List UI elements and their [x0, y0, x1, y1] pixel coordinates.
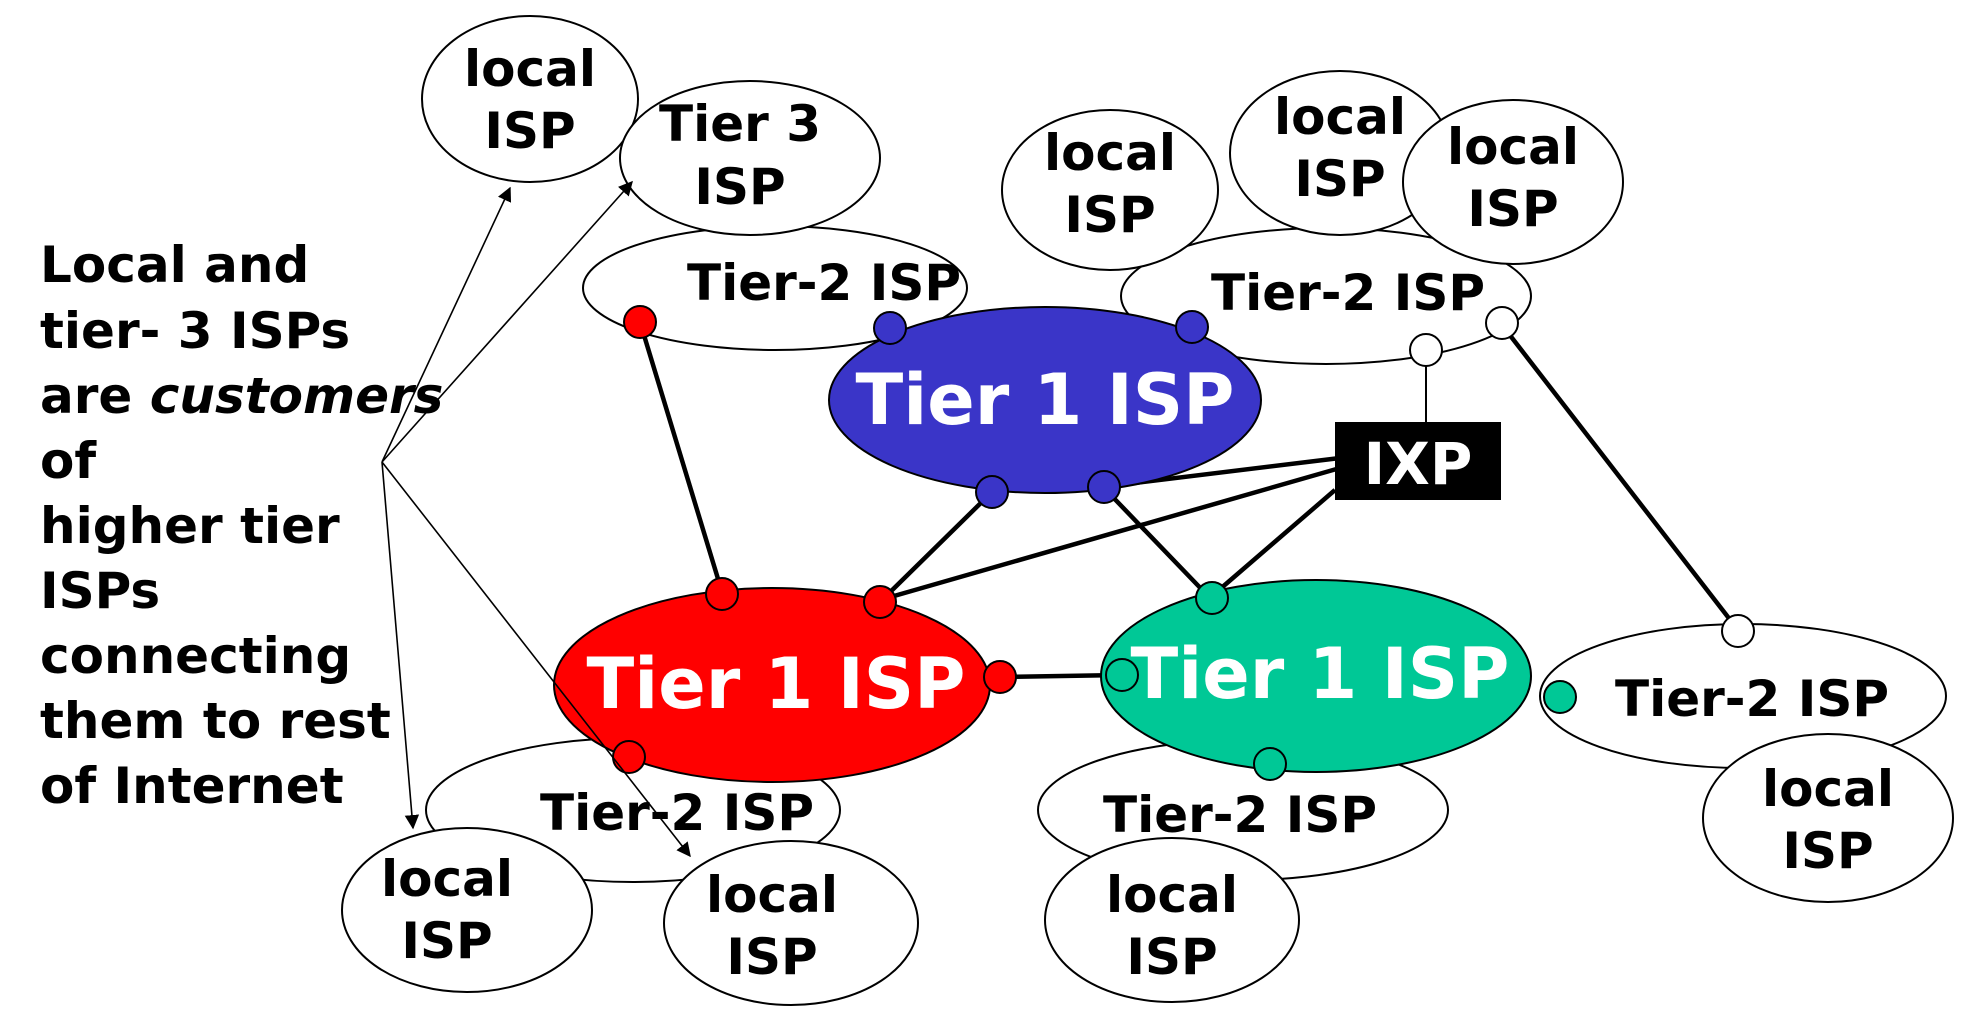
local-isp-top-left: [421, 15, 639, 183]
local-isp-label-line2: ISP: [401, 912, 492, 970]
ixp-label: IXP: [1364, 430, 1473, 498]
link-red-to-ixp: [879, 465, 1341, 603]
port-open: [1409, 333, 1443, 367]
local-isp-top-right-1: [1001, 109, 1219, 271]
local-isp-bottom-left-2: [663, 840, 919, 1006]
port-red: [863, 585, 897, 619]
port-green: [1105, 658, 1139, 692]
ixp-box: [1335, 422, 1501, 500]
link-tier2-topleft-to-red-tier1: [637, 321, 725, 593]
tier1-isp-green: [1100, 579, 1532, 773]
ports: [612, 305, 1755, 781]
annotation-line: are customers: [40, 367, 443, 425]
tier2-label-top-left: Tier-2 ISP: [687, 254, 961, 312]
tier1-label-blue: Tier 1 ISP: [856, 359, 1235, 441]
local-isp-label-line2: ISP: [1126, 928, 1217, 986]
port-blue: [1087, 470, 1121, 504]
port-open: [1721, 614, 1755, 648]
annotation-line: tier- 3 ISPs: [40, 302, 350, 360]
local-isp-label-line1: local: [1274, 88, 1406, 146]
port-red: [612, 740, 646, 774]
local-isp-label-line1: local: [1447, 118, 1579, 176]
local-isp-label-line2: ISP: [1294, 150, 1385, 208]
port-blue: [873, 311, 907, 345]
port-red: [705, 577, 739, 611]
arrow-to-tier3-isp: [381, 180, 633, 463]
port-open: [1485, 306, 1519, 340]
link-green-to-ixp: [1210, 488, 1337, 598]
annotation-text: Local and tier- 3 ISPs are customers of …: [40, 236, 443, 815]
tier2-label-bottom-left: Tier-2 ISP: [540, 784, 814, 842]
annotation-line: connecting: [40, 627, 351, 685]
local-isp-right: [1702, 733, 1954, 903]
arrow-to-local-isp-bottom-left: [381, 461, 420, 830]
local-isp-label-line2: ISP: [726, 928, 817, 986]
port-green: [1195, 581, 1229, 615]
local-isp-label-line2: ISP: [1782, 822, 1873, 880]
local-isp-label-line1: local: [1762, 760, 1894, 818]
local-isp-label-line1: local: [1106, 866, 1238, 924]
port-red: [983, 660, 1017, 694]
annotation-line: ISPs: [40, 562, 160, 620]
annotation-arrows: [381, 180, 691, 858]
local-isp-label-line1: local: [464, 40, 596, 98]
link-blue-to-green-tier1: [1104, 488, 1212, 600]
local-isp-label-line2: ISP: [484, 102, 575, 160]
tier3-label-line2: ISP: [694, 158, 785, 216]
tier2-label-bottom-middle: Tier-2 ISP: [1103, 786, 1377, 844]
port-blue: [1175, 310, 1209, 344]
tier1-label-red: Tier 1 ISP: [587, 643, 966, 725]
arrow-to-local-isp-top: [381, 186, 512, 463]
local-isp-label-line1: local: [1044, 124, 1176, 182]
local-isp-bottom-middle: [1044, 837, 1300, 1003]
local-isp-bottom-left-1: [341, 827, 593, 993]
local-isp-label-line2: ISP: [1467, 180, 1558, 238]
annotation-line: of: [40, 432, 97, 490]
local-isp-label-line2: ISP: [1064, 186, 1155, 244]
tier2-label-top-right: Tier-2 ISP: [1211, 264, 1485, 322]
tier3-isp: [619, 80, 881, 236]
annotation-line: Local and: [40, 236, 309, 294]
annotation-line-part: are: [40, 367, 150, 425]
link-blue-to-red-tier1: [878, 490, 994, 604]
link-tier2-topright-to-tier2-right: [1500, 323, 1740, 632]
tier1-isp-blue: [828, 306, 1262, 494]
port-green: [1543, 680, 1577, 714]
tier2-label-right: Tier-2 ISP: [1615, 670, 1889, 728]
port-green: [1253, 747, 1287, 781]
tier1-label-green: Tier 1 ISP: [1131, 633, 1510, 715]
tier3-label-line1: Tier 3: [659, 95, 821, 153]
local-isp-label-line1: local: [381, 850, 513, 908]
port-blue: [975, 475, 1009, 509]
annotation-line: higher tier: [40, 497, 340, 555]
annotation-line: them to rest: [40, 692, 391, 750]
port-red: [623, 305, 657, 339]
annotation-line: of Internet: [40, 757, 344, 815]
local-isp-label-line1: local: [706, 866, 838, 924]
local-isp-top-right-3: [1402, 99, 1624, 265]
annotation-line-emphasis: customers: [150, 367, 444, 425]
arrow-to-local-isp-bottom-right: [381, 461, 691, 858]
